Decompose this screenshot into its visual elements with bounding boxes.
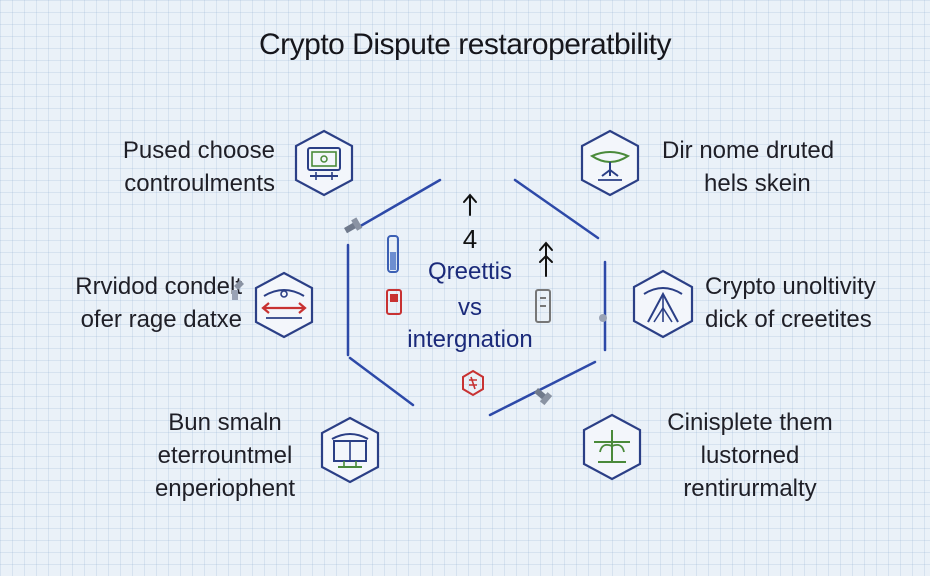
node-label-bottom-left: Bun smaln eterrountmel enperiophent [130,406,320,505]
node-label-middle-left: Rrvidod condelt ofer rage datxe [20,270,242,336]
node-label-line: Dir nome druted [662,137,835,164]
node-label-bottom-right: Cinisplete them lustorned rentirurmalty [645,406,855,505]
monitor-hex-icon [292,128,356,198]
up-arrow-icon [463,193,477,216]
center-line-2: vs [458,294,482,321]
node-label-line: enperiophent [154,475,296,502]
hex-edge-bottom-left [348,356,415,407]
node-label-line: Crypto unoltivity [705,273,876,300]
hex-edge-top-right [513,178,600,240]
gear-icon [232,280,244,300]
hex-edge-bottom-right [488,360,597,417]
plant-hex-icon [580,412,644,482]
node-label-middle-right: Crypto unoltivity dick of creetites [705,270,920,336]
node-label-line: dick of creetites [705,306,872,333]
node-label-line: Pused choose [122,137,275,164]
node-label-line: controulments [124,170,275,197]
node-label-top-right: Dir nome druted hels skein [662,134,902,200]
center-line-3: intergnation [407,326,533,353]
center-number: 4 [462,224,478,254]
node-label-line: ofer rage datxe [80,306,242,333]
panel-hex-icon [318,415,382,485]
device-icon [535,289,551,323]
hex-badge-icon [462,369,484,397]
node-label-line: hels skein [704,170,811,197]
hex-joint-dot [599,314,607,322]
node-label-top-left: Pused choose controulments [60,134,275,200]
connector-top-left [344,217,363,234]
node-label-line: eterrountmel [157,442,293,469]
node-label-line: Bun smaln [168,409,282,436]
connector-bottom-right [534,388,553,406]
node-label-line: rentirurmalty [683,475,817,502]
tent-hex-icon [630,268,696,340]
up-arrow-icon [539,241,553,277]
node-label-line: lustorned [700,442,800,469]
node-label-line: Rrvidod condelt [75,273,242,300]
arrows-hex-icon [252,270,316,340]
battery-icon [386,289,402,315]
center-line-1: Qreettis [427,258,513,285]
dish-hex-icon [578,128,642,198]
hex-edge-top-left [355,178,442,230]
flask-icon [387,235,399,273]
node-label-line: Cinisplete them [667,409,833,436]
diagram-title: Crypto Dispute restaroperatbility [258,28,672,61]
